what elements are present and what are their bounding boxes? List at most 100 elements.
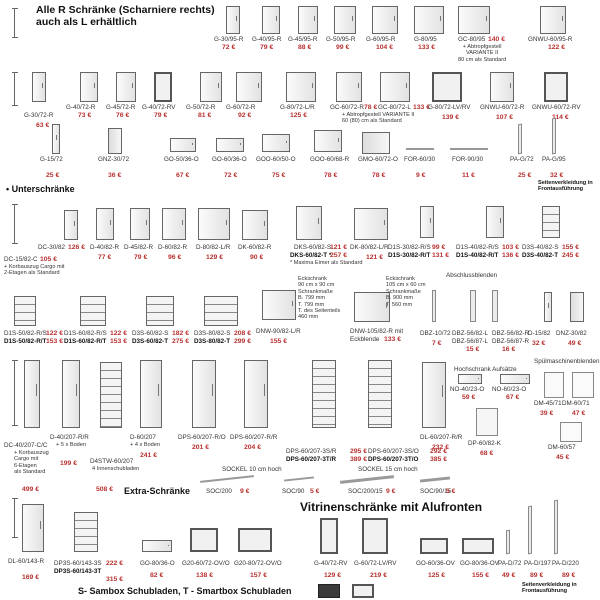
cabinet-dk-60-82[interactable] [242, 210, 268, 240]
cabinet-g-80-95[interactable] [414, 6, 444, 34]
cabinet-go-50-36[interactable] [170, 138, 196, 152]
cabinet-dp3s-60-143[interactable] [74, 512, 98, 552]
cabinet-d3s-60-82[interactable] [146, 296, 174, 326]
price-label: 45 € [556, 454, 570, 461]
cabinet-gc-80-72[interactable] [380, 72, 410, 102]
cabinet-dps-60-207-ro[interactable] [192, 360, 216, 428]
cabinet-no-60-23[interactable] [500, 374, 530, 384]
cabinet-vitrine-go-80-36[interactable] [462, 538, 494, 554]
cabinet-d-15-82[interactable] [544, 292, 552, 322]
cabinet-g-50-72[interactable] [200, 72, 222, 102]
price-label: 133 € [413, 104, 431, 111]
cabinet-dc-40-207[interactable] [24, 360, 40, 428]
cabinet-d1s-60-82[interactable] [80, 296, 106, 326]
cabinet-gc-80-95[interactable] [458, 6, 490, 34]
cabinet-g-30-95[interactable] [226, 6, 240, 34]
code-label: G-40/72-RV [314, 560, 348, 567]
shelf-for-90[interactable] [450, 148, 488, 150]
cabinet-dnz-30-82[interactable] [570, 292, 584, 322]
cabinet-gnwu-60-72-rv[interactable] [544, 72, 568, 102]
cabinet-g-80-72[interactable] [286, 72, 316, 102]
cabinet-d3s-80-82[interactable] [204, 296, 238, 326]
cabinet-g20-60-72[interactable] [190, 528, 218, 552]
cabinet-g-60-72[interactable] [236, 72, 262, 102]
cabinet-d1s-50-82[interactable] [14, 296, 36, 326]
side-panel-pa-g72[interactable] [518, 123, 522, 155]
cabinet-g-60-95[interactable] [372, 6, 398, 34]
code-label: GNWU-60/72-R [480, 104, 525, 111]
panel-dm-60-57[interactable] [560, 422, 582, 442]
cabinet-no-40-23[interactable] [458, 374, 482, 384]
cabinet-gnwu-60-95[interactable] [540, 6, 566, 34]
blende-dbz-56-r[interactable] [492, 290, 498, 322]
price-label: 204 € [244, 444, 262, 451]
cabinet-d-40-207[interactable] [62, 360, 80, 428]
side-panel-pa-d72[interactable] [506, 529, 510, 555]
cabinet-g-15-72[interactable] [52, 124, 60, 154]
cabinet-d-45-82[interactable] [130, 208, 150, 240]
cabinet-vitrine-g-60-72[interactable] [362, 518, 388, 554]
sockel-soc-90-15[interactable] [419, 476, 451, 483]
cabinet-dps-60-207-3s-r[interactable] [312, 360, 336, 428]
panel-dm-60-71[interactable] [572, 372, 594, 398]
sockel-soc-200-15[interactable] [339, 475, 395, 484]
height-ruler [12, 204, 19, 244]
side-panel-pa-d197[interactable] [528, 505, 532, 555]
cabinet-d-40-82[interactable] [96, 208, 114, 240]
code-label: D1S-30/82-R/T [388, 252, 431, 259]
cabinet-dps-60-207-3s-o[interactable] [368, 360, 392, 428]
cabinet-goo-60-68[interactable] [314, 130, 342, 152]
cabinet-vitrine-go-60-36[interactable] [420, 538, 448, 554]
code-label: D3S-80/82-T [194, 338, 231, 345]
cabinet-go-80-36[interactable] [142, 540, 172, 552]
code-label: D4STW-60/207 [90, 458, 134, 465]
cabinet-g-40-72[interactable] [80, 72, 98, 102]
cabinet-dnw-105-82[interactable] [354, 292, 390, 322]
cabinet-g-45-95[interactable] [298, 6, 318, 34]
cabinet-gc-60-72[interactable] [336, 72, 362, 102]
cabinet-dc-30-82[interactable] [64, 210, 78, 240]
cabinet-goo-60-50[interactable] [262, 134, 290, 152]
cabinet-gmo-60-72[interactable] [362, 132, 390, 154]
side-panel-pa-d220[interactable] [554, 499, 558, 555]
cabinet-d4stw-60-207[interactable] [100, 362, 122, 428]
cabinet-dk-80-82[interactable] [354, 208, 388, 240]
cabinet-vitrine-g-40-72-rv[interactable] [320, 518, 338, 554]
cabinet-d1s-40-82[interactable] [486, 206, 504, 238]
cabinet-gnwu-60-72[interactable] [490, 72, 514, 102]
code-label: DNZ-30/82 [556, 330, 587, 337]
price-label: 11 € [462, 172, 475, 179]
cabinet-d3s-40-82[interactable] [542, 206, 560, 238]
cabinet-d-60-207[interactable] [140, 360, 162, 428]
sockel-soc-200[interactable] [200, 475, 254, 483]
cabinet-dnw-90-82[interactable] [262, 290, 296, 320]
cabinet-g-40-95[interactable] [262, 6, 280, 34]
panel-dm-45-71[interactable] [544, 372, 564, 398]
blende-dbz-56-l[interactable] [470, 290, 476, 322]
cabinet-g-50-95[interactable] [334, 6, 356, 34]
blende-dbz-10[interactable] [432, 290, 436, 322]
code-label: Eckblende [350, 336, 380, 343]
price-label: 169 € [22, 574, 40, 581]
panel-dp-60-82-k[interactable] [476, 408, 498, 436]
side-panel-pa-g95[interactable] [552, 117, 556, 155]
cabinet-d-80-82[interactable] [198, 208, 230, 240]
cabinet-g-45-72[interactable] [116, 72, 136, 102]
cabinet-gnz-30-72[interactable] [108, 128, 122, 154]
cabinet-d1s-30-82[interactable] [420, 206, 434, 238]
cabinet-dl-60-143[interactable] [22, 504, 44, 552]
code-label: DC-15/82-C [4, 256, 38, 263]
cabinet-g-40-72-rv[interactable] [154, 72, 172, 102]
cabinet-d-60-82[interactable] [162, 208, 186, 240]
d40-note: + 5 x Boden [56, 442, 87, 448]
cabinet-g-80-72-lv[interactable] [432, 72, 462, 102]
cabinet-dl-60-207[interactable] [422, 362, 446, 428]
cabinet-dks-60-82[interactable] [296, 206, 322, 240]
cabinet-dps-60-207-rr[interactable] [244, 360, 268, 428]
cabinet-g-30-72[interactable] [32, 72, 46, 102]
shelf-for-60[interactable] [406, 148, 434, 150]
cabinet-g20-80-72[interactable] [238, 528, 272, 552]
sockel-soc-90[interactable] [283, 476, 315, 482]
cabinet-go-60-36[interactable] [216, 138, 244, 152]
code-label: DM-60/57 [548, 444, 576, 451]
